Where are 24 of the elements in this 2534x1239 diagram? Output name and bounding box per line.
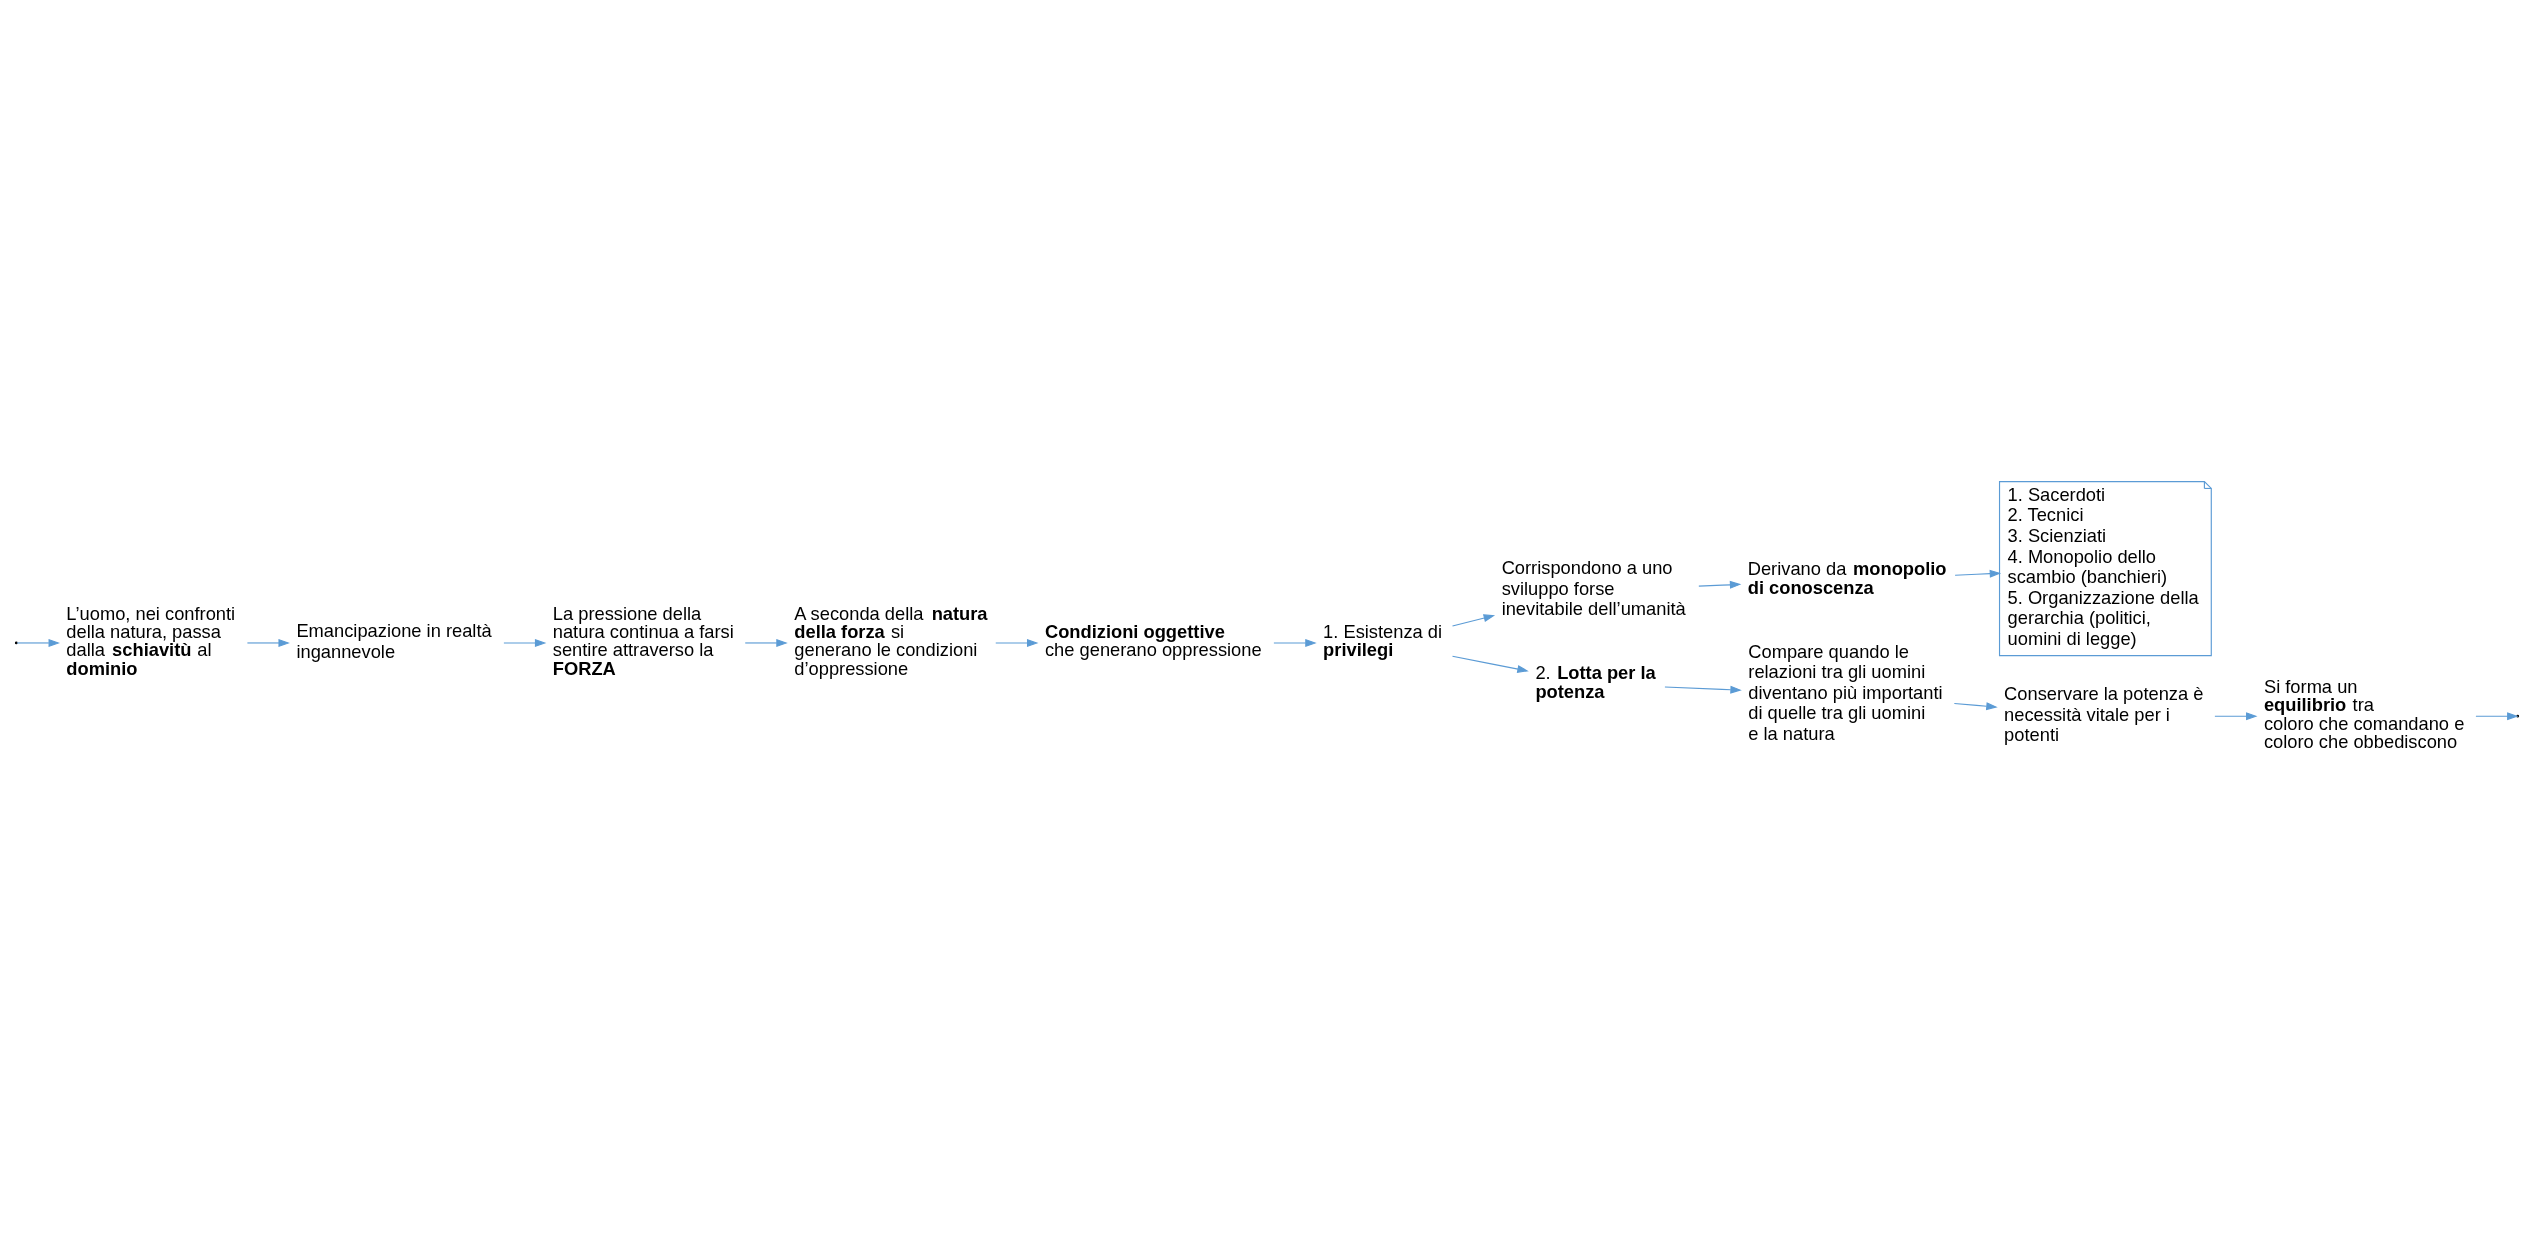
- node-text: 1. Esistenza di privilegi: [1323, 621, 1443, 661]
- arrow: [744, 638, 788, 647]
- arrow: [1273, 638, 1317, 647]
- node-text: Corrispondono a uno sviluppo forse inevitabile dell’umanità: [1501, 557, 1686, 620]
- arrow: [995, 638, 1039, 647]
- node-text: La pressione della natura continua a farsi sentire attraverso la FORZA: [552, 602, 734, 679]
- node-text: A seconda della natura della forza si generano le condizioni d’oppressione: [794, 602, 988, 679]
- arrow: [503, 638, 547, 647]
- node-text: Derivano da monopolio di conoscenza: [1747, 558, 1947, 598]
- arrow: [1451, 614, 1496, 627]
- arrow: [1698, 580, 1742, 589]
- arrow: [1451, 655, 1529, 673]
- node-text: 2. Lotta per la potenza: [1535, 662, 1656, 702]
- arrow: [1953, 702, 1998, 711]
- arrow: [2214, 712, 2258, 721]
- node-text: Emancipazione in realtà ingannevole: [296, 620, 492, 662]
- node-text: Condizioni oggettive che generano oppressione: [1044, 621, 1262, 661]
- node-text: Compare quando le relazioni tra gli uomini diventano più importanti di quelle tra gli uomini e la natura: [1748, 640, 1943, 745]
- node-text: L’uomo, nei confronti della natura, passa dalla schiavitù al dominio: [66, 602, 236, 679]
- node-text: Conservare la potenza è necessità vitale per i potenti: [2004, 682, 2204, 746]
- arrow: [246, 638, 290, 647]
- arrow: [1954, 569, 2002, 578]
- node-text: Si forma un equilibrio tra coloro che comandano e coloro che obbediscono: [2263, 676, 2465, 753]
- arrow: [1664, 685, 1742, 694]
